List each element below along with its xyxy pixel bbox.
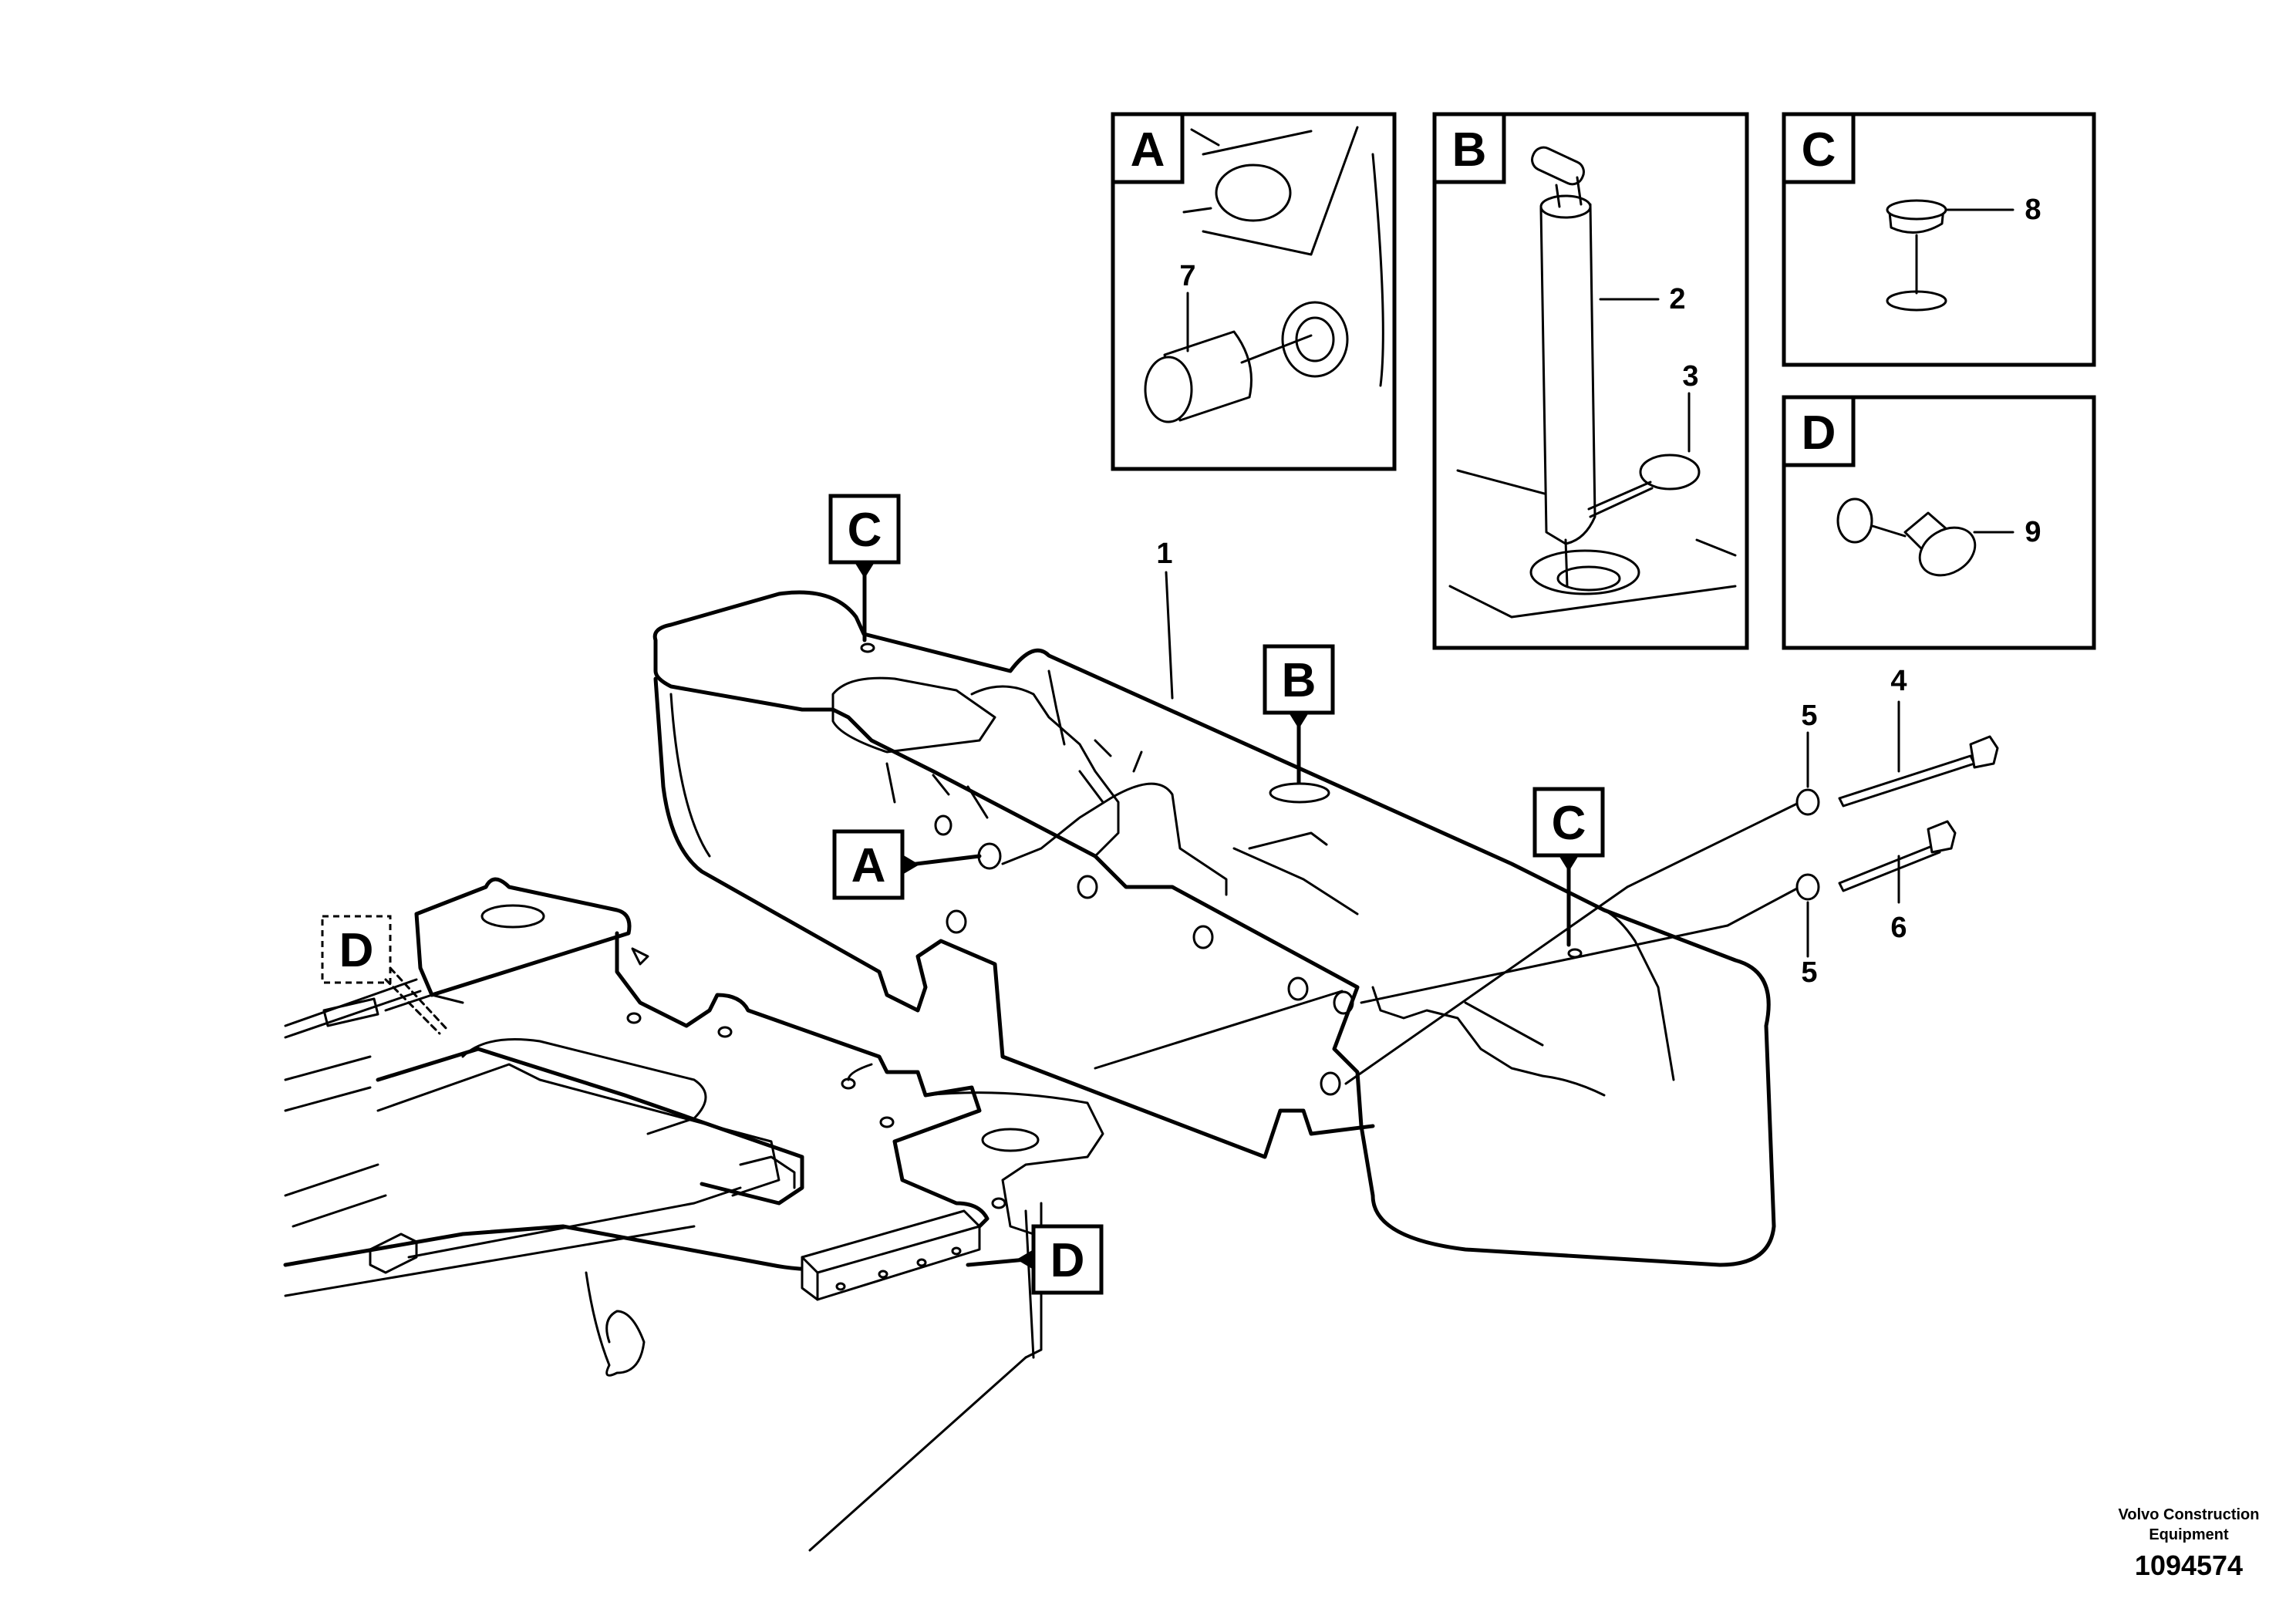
svg-text:A: A bbox=[851, 839, 886, 892]
callout-4: 4 bbox=[1890, 665, 1907, 697]
weld-bar-d bbox=[801, 1209, 981, 1301]
detail-view-a: A 7 bbox=[1111, 112, 1397, 471]
view-tag-b-center: B bbox=[1263, 644, 1335, 785]
svg-text:C: C bbox=[848, 504, 882, 557]
callout-7: 7 bbox=[1179, 260, 1195, 292]
detail-a-housing-drawing bbox=[1182, 126, 1384, 387]
detail-a-part-7-pin bbox=[1144, 330, 1313, 423]
mounting-holes bbox=[860, 642, 1583, 1096]
callout-9: 9 bbox=[2025, 516, 2041, 548]
callout-5-lower: 5 bbox=[1801, 956, 1817, 989]
svg-text:B: B bbox=[1282, 654, 1317, 707]
view-tag-a-left: A bbox=[832, 829, 982, 900]
view-tag-d-bottom: D bbox=[966, 1224, 1104, 1295]
callout-6: 6 bbox=[1890, 912, 1907, 944]
tow-pin-slot bbox=[1269, 782, 1330, 804]
bolt-assembly-upper: 5 4 bbox=[1626, 665, 1999, 889]
detail-a-letter: A bbox=[1131, 123, 1165, 177]
callout-3: 3 bbox=[1682, 360, 1698, 393]
callout-5-upper: 5 bbox=[1801, 700, 1817, 732]
detail-b-letter: B bbox=[1452, 123, 1487, 177]
diagram-caption: Volvo Construction Equipment 1094574 bbox=[2119, 1506, 2260, 1581]
counterweight-body-outline bbox=[652, 590, 1776, 1267]
svg-text:D: D bbox=[339, 924, 374, 977]
frame-leader-line bbox=[808, 1356, 1027, 1552]
detail-d-letter: D bbox=[1802, 406, 1836, 460]
svg-text:C: C bbox=[1552, 797, 1586, 850]
detail-view-d: D 9 bbox=[1782, 395, 2096, 650]
caption-line-2: Equipment bbox=[2149, 1526, 2229, 1543]
callout-1-counterweight: 1 bbox=[1156, 538, 1172, 570]
hook-bracket bbox=[585, 1271, 646, 1377]
caption-line-1: Volvo Construction bbox=[2119, 1506, 2260, 1523]
detail-view-b: B 2 3 bbox=[1432, 112, 1749, 650]
detail-b-floor-plate bbox=[1448, 469, 1737, 619]
detail-d-part-9-plug bbox=[1836, 497, 1977, 577]
svg-text:D: D bbox=[1050, 1234, 1085, 1287]
detail-view-c: C 8 bbox=[1782, 112, 2096, 367]
bolt-assembly-lower: 5 6 bbox=[1344, 820, 1957, 1085]
callout-8: 8 bbox=[2025, 194, 2041, 226]
view-tag-c-right: C bbox=[1532, 787, 1605, 947]
detail-c-part-8-plug bbox=[1886, 199, 1947, 312]
view-tag-c-top-left: C bbox=[828, 494, 901, 642]
detail-b-part-2-lock-pin bbox=[1531, 146, 1596, 588]
detail-b-part-3-split-pin bbox=[1587, 454, 1701, 518]
detail-c-letter: C bbox=[1802, 123, 1836, 177]
document-number: 1094574 bbox=[2135, 1549, 2243, 1581]
machine-frame bbox=[283, 877, 1104, 1359]
view-tag-d-dashed: D bbox=[321, 915, 449, 1035]
callout-2: 2 bbox=[1669, 283, 1685, 315]
counterweight-front-face bbox=[653, 676, 1375, 1159]
